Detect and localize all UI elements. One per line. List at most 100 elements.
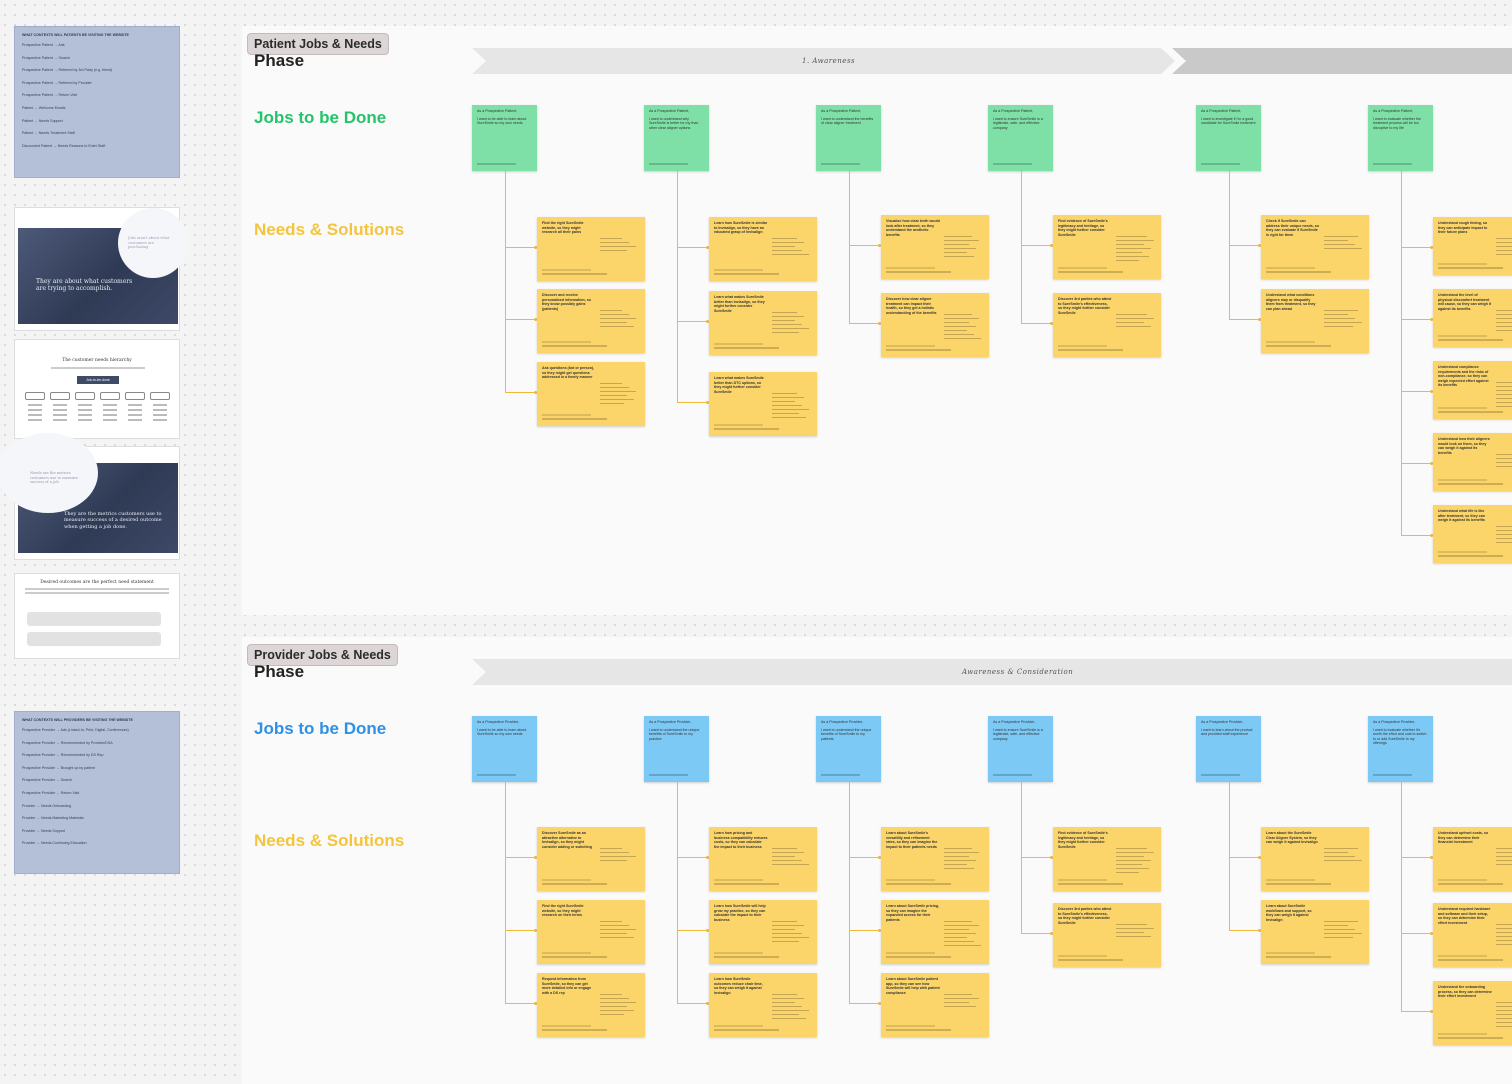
connector-dot xyxy=(878,244,881,247)
need-sticky-footer xyxy=(714,347,779,349)
need-sticky[interactable]: Learn about SureSmile's versatility and … xyxy=(881,827,989,891)
need-solutions-list xyxy=(771,390,813,421)
need-sticky-footer xyxy=(714,1029,779,1031)
connector-dot xyxy=(878,929,881,932)
need-sticky[interactable]: Find the right SureSmile website, so the… xyxy=(537,900,645,964)
connector-dot xyxy=(1430,318,1433,321)
need-solutions-list xyxy=(1323,845,1365,864)
job-sticky[interactable]: As a Prospective Patient,I want to ensur… xyxy=(988,105,1053,171)
need-sticky[interactable]: Visualize how clear teeth would look aft… xyxy=(881,215,989,279)
connector-line xyxy=(849,171,851,323)
need-sticky[interactable]: Understand required hardware and softwar… xyxy=(1433,903,1512,967)
slide-needs-hierarchy[interactable]: The customer needs hierarchy Job-to-be-d… xyxy=(14,339,180,439)
need-sticky[interactable]: Learn how SureSmile will help grow my pr… xyxy=(709,900,817,964)
need-sticky-footer xyxy=(1438,1033,1487,1035)
need-sticky[interactable]: Learn about SureSmile patient app, so th… xyxy=(881,973,989,1037)
patient-section-tag[interactable]: Patient Jobs & Needs xyxy=(247,33,389,55)
need-sticky[interactable]: Learn about the SureSmile Clear Aligner … xyxy=(1261,827,1369,891)
job-sticky-footer xyxy=(1373,774,1412,776)
job-sticky[interactable]: As a Prospective Provider,I want to unde… xyxy=(644,716,709,782)
need-sticky[interactable]: Ask questions (bot or person), so they m… xyxy=(537,362,645,426)
need-sticky[interactable]: Understand the level of physical discomf… xyxy=(1433,289,1512,347)
need-sticky-text: Learn how SureSmile is similar to Invisa… xyxy=(714,221,768,235)
need-sticky[interactable]: Discover how clear aligner treatment can… xyxy=(881,293,989,357)
need-sticky-text: Understand how their aligners would look… xyxy=(1438,437,1490,455)
need-sticky-footer xyxy=(1266,952,1315,954)
need-sticky-footer xyxy=(542,956,607,958)
need-sticky[interactable]: Understand the onboarding process, so th… xyxy=(1433,981,1512,1045)
need-sticky[interactable]: Learn about SureSmile pricing, so they c… xyxy=(881,900,989,964)
connector-line xyxy=(505,247,537,249)
job-sticky[interactable]: As a Prospective Provider,I want to lear… xyxy=(1196,716,1261,782)
need-sticky[interactable]: Learn what makes SureSmile better than D… xyxy=(709,372,817,436)
hierarchy-line xyxy=(78,404,92,406)
need-solutions-list xyxy=(1115,311,1157,330)
need-sticky-footer xyxy=(1438,483,1503,485)
slide-desired-outcomes[interactable]: Desired outcomes are the perfect need st… xyxy=(14,573,180,659)
need-sticky[interactable]: Check if SureSmile can address their uni… xyxy=(1261,215,1369,279)
need-sticky[interactable]: Understand what life is like after treat… xyxy=(1433,505,1512,563)
connector-line xyxy=(505,857,537,859)
need-solutions-list xyxy=(1115,921,1157,940)
need-sticky[interactable]: Discover and receive personalized inform… xyxy=(537,289,645,353)
provider-contexts-card[interactable]: WHAT CONTEXTS WILL PROVIDERS BE VISITING… xyxy=(14,711,180,874)
job-sticky[interactable]: As a Prospective Patient,I want to under… xyxy=(644,105,709,171)
need-solutions-list xyxy=(599,845,641,864)
connector-dot xyxy=(534,1002,537,1005)
provider-section-tag[interactable]: Provider Jobs & Needs xyxy=(247,644,398,666)
slide-outcomes-title: Desired outcomes are the perfect need st… xyxy=(40,580,154,585)
need-sticky-text: Check if SureSmile can address their uni… xyxy=(1266,219,1319,237)
need-sticky-footer xyxy=(1266,341,1315,343)
job-sticky[interactable]: As a Prospective Patient,I want to be ab… xyxy=(472,105,537,171)
need-sticky-text: Find the right SureSmile website, so the… xyxy=(542,904,584,918)
need-sticky-footer xyxy=(1058,955,1107,957)
slide-needs-metrics[interactable]: Needs are the metrics customers use to m… xyxy=(0,433,180,560)
need-sticky[interactable]: Request information from SureSmile, so t… xyxy=(537,973,645,1037)
need-sticky-text: Learn about SureSmile pricing, so they c… xyxy=(886,904,940,922)
provider-context-item: Provider → Needs Marketing Materials xyxy=(22,816,84,821)
connector-dot xyxy=(1430,932,1433,935)
connector-line xyxy=(1401,535,1433,537)
provider-context-item: Prospective Provider → Recommended by DS… xyxy=(22,753,104,758)
job-sticky[interactable]: As a Prospective Patient,I want to under… xyxy=(816,105,881,171)
hierarchy-line xyxy=(153,409,167,411)
need-sticky-footer xyxy=(542,418,607,420)
need-sticky-footer xyxy=(1058,267,1107,269)
need-sticky[interactable]: Understand rough timing, so they can ant… xyxy=(1433,217,1512,275)
connector-dot xyxy=(706,401,709,404)
need-sticky[interactable]: Find evidence of SureSmile's legitimacy … xyxy=(1053,827,1161,891)
need-solutions-list xyxy=(943,311,985,342)
need-sticky-footer xyxy=(1438,267,1503,269)
need-sticky-footer xyxy=(886,1025,935,1027)
need-sticky[interactable]: Discover 3rd parties who attest to SureS… xyxy=(1053,293,1161,357)
slide-jobs-quote[interactable]: Jobs aren't about what customers are pur… xyxy=(14,207,188,331)
need-sticky[interactable]: Discover SureSmile as an attractive alte… xyxy=(537,827,645,891)
need-sticky[interactable]: Learn about SureSmile workflows and supp… xyxy=(1261,900,1369,964)
job-sticky[interactable]: As a Prospective Provider,I want to be a… xyxy=(472,716,537,782)
need-sticky[interactable]: Find the right SureSmile website, so the… xyxy=(537,217,645,281)
need-sticky[interactable]: Learn how SureSmile is similar to Invisa… xyxy=(709,217,817,281)
need-sticky[interactable]: Understand what conditions aligners may … xyxy=(1261,289,1369,353)
need-sticky[interactable]: Understand compliance requirements and t… xyxy=(1433,361,1512,419)
need-sticky[interactable]: Find evidence of SureSmile's legitimacy … xyxy=(1053,215,1161,279)
provider-phase-bar xyxy=(472,659,1512,685)
need-sticky[interactable]: Understand upfront costs, so they can de… xyxy=(1433,827,1512,891)
need-sticky[interactable]: Learn how pricing and business compatibi… xyxy=(709,827,817,891)
job-sticky-title: As a Prospective Patient, xyxy=(1373,109,1414,113)
job-sticky[interactable]: As a Prospective Patient,I want to evalu… xyxy=(1368,105,1433,171)
need-sticky[interactable]: Understand how their aligners would look… xyxy=(1433,433,1512,491)
need-sticky-footer xyxy=(886,271,951,273)
connector-dot xyxy=(1050,244,1053,247)
need-sticky-text: Discover 3rd parties who attest to SureS… xyxy=(1058,297,1112,315)
need-sticky-text: Understand compliance requirements and t… xyxy=(1438,365,1489,388)
need-sticky[interactable]: Learn what makes SureSmile better than I… xyxy=(709,291,817,355)
need-sticky[interactable]: Learn how SureSmile outcomes reduce chai… xyxy=(709,973,817,1037)
need-sticky[interactable]: Discover 3rd parties who attest to SureS… xyxy=(1053,903,1161,967)
job-sticky[interactable]: As a Prospective Provider,I want to eval… xyxy=(1368,716,1433,782)
job-sticky[interactable]: As a Prospective Provider,I want to ensu… xyxy=(988,716,1053,782)
need-sticky-text: Understand what life is like after treat… xyxy=(1438,509,1485,523)
job-sticky[interactable]: As a Prospective Provider,I want to unde… xyxy=(816,716,881,782)
connector-line xyxy=(849,323,881,325)
patient-contexts-card[interactable]: WHAT CONTEXTS WILL PATIENTS BE VISITING … xyxy=(14,26,180,178)
job-sticky[interactable]: As a Prospective Patient,I want to inves… xyxy=(1196,105,1261,171)
